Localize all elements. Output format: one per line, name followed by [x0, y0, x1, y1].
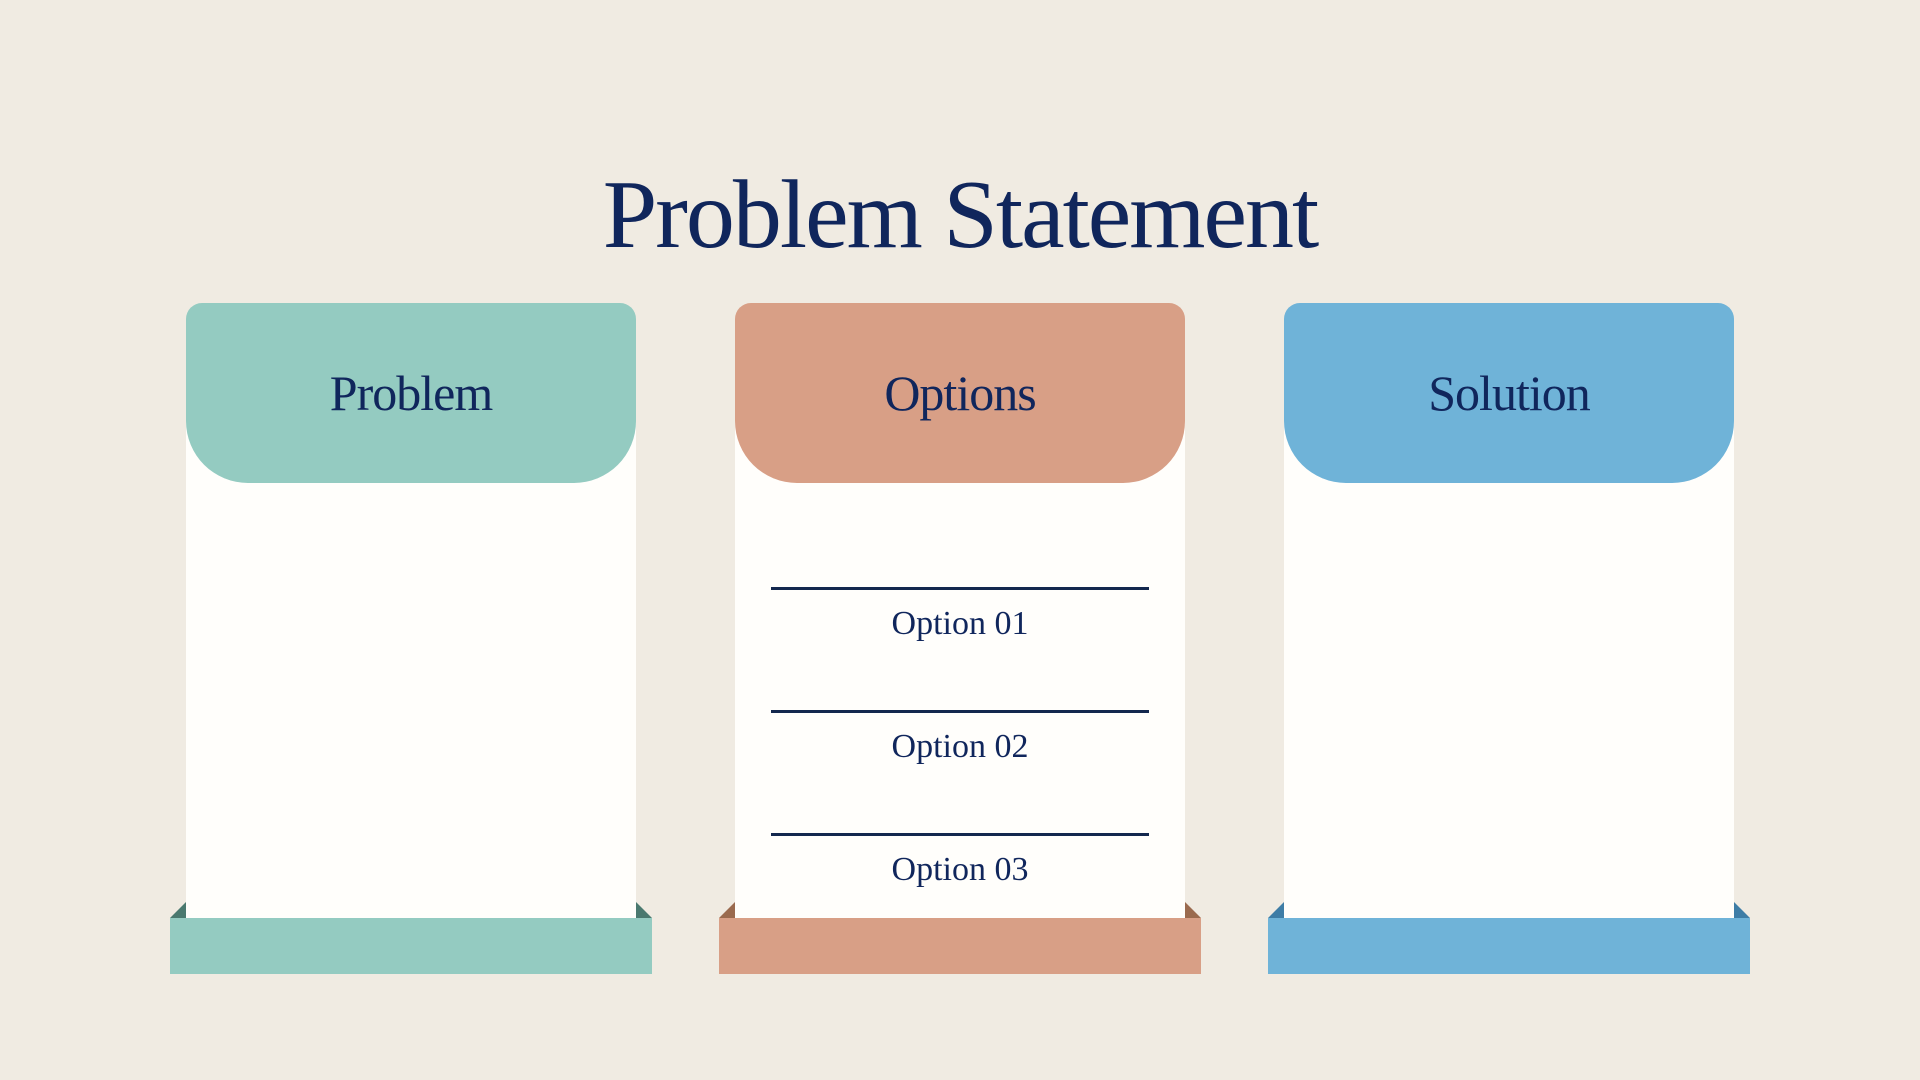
card-fold-right-options	[1185, 902, 1201, 918]
card-tray-problem	[170, 918, 652, 974]
card-header-solution: Solution	[1284, 303, 1734, 483]
card-fold-left-options	[719, 902, 735, 918]
card-tray-solution	[1268, 918, 1750, 974]
option-item-3: Option 03	[771, 833, 1149, 956]
card-problem: Problem	[170, 303, 652, 974]
option-item-1: Option 01	[771, 587, 1149, 710]
card-fold-right-problem	[636, 902, 652, 918]
card-header-problem: Problem	[186, 303, 636, 483]
card-fold-right-solution	[1734, 902, 1750, 918]
card-header-options: Options	[735, 303, 1185, 483]
option-item-2: Option 02	[771, 710, 1149, 833]
card-fold-left-solution	[1268, 902, 1284, 918]
card-fold-left-problem	[170, 902, 186, 918]
page-title: Problem Statement	[602, 160, 1320, 269]
card-tray-options	[719, 918, 1201, 974]
card-solution: Solution	[1268, 303, 1750, 974]
